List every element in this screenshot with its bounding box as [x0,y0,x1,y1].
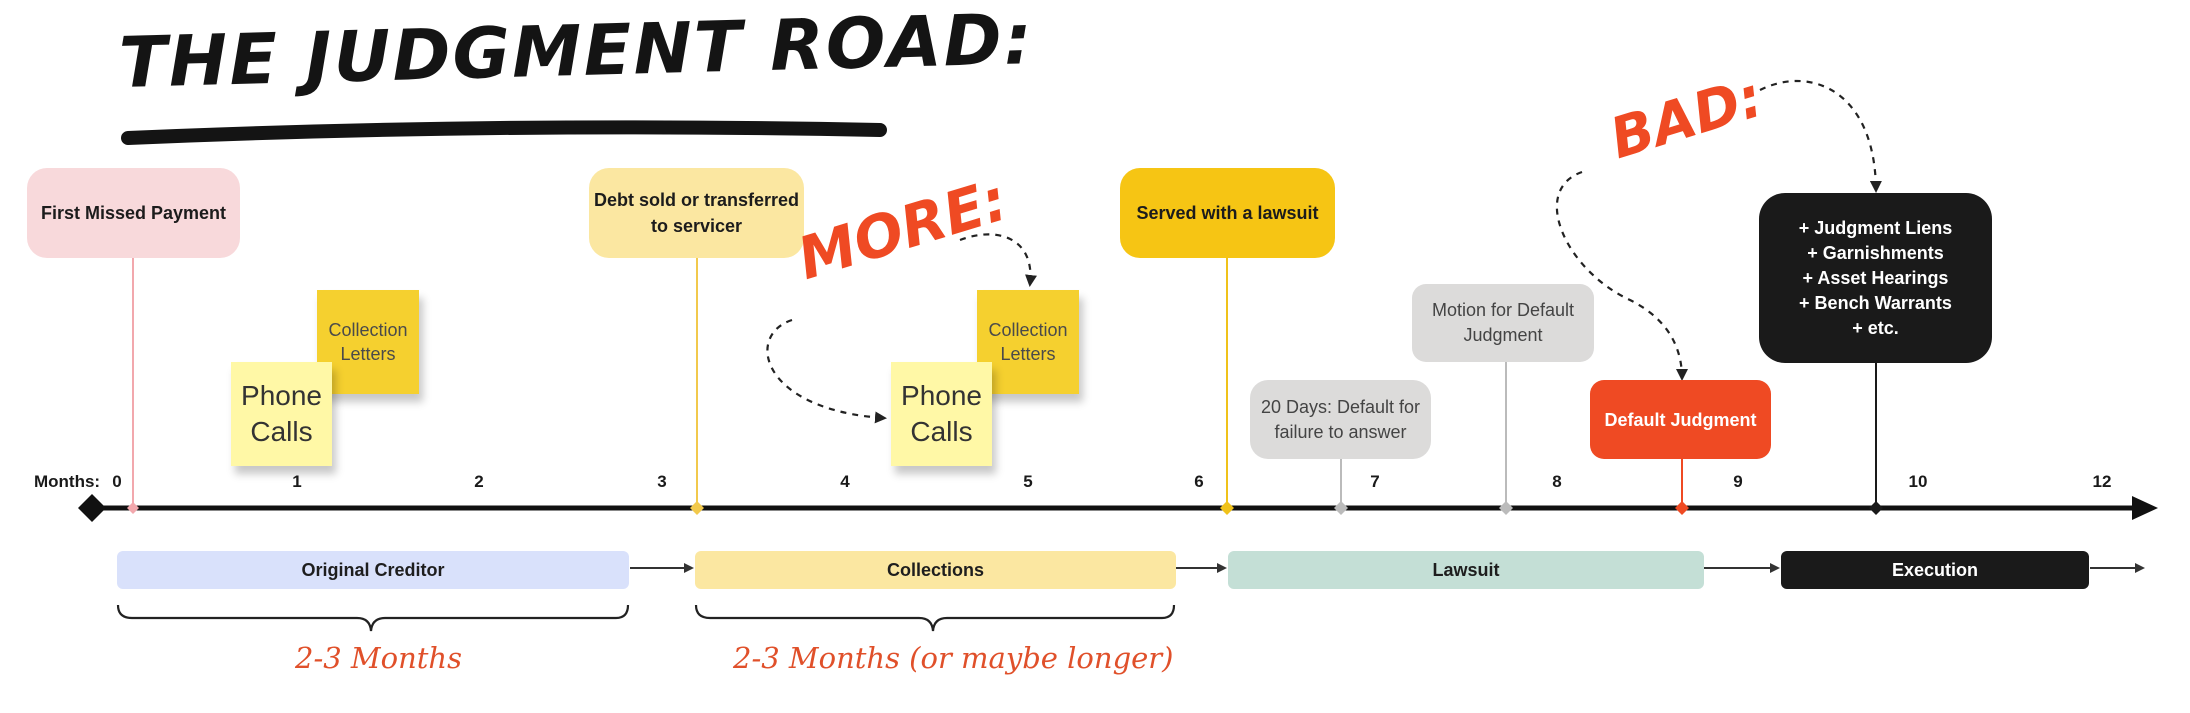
event-execution-consequences: + Judgment Liens + Garnishments + Asset … [1759,193,1992,363]
brace-first [116,604,630,632]
marker-served [1220,501,1234,515]
marker-first-missed [127,502,139,514]
tick-8: 8 [1552,472,1562,491]
duration-second: 2-3 Months (or maybe longer) [733,641,1174,675]
tick-2: 2 [474,472,484,491]
tick-10: 10 [1908,472,1928,491]
more-dashed-arrow-right [959,233,1037,287]
tick-6: 6 [1194,472,1204,491]
phase-execution: Execution [1781,551,2089,589]
event-default-judgment: Default Judgment [1590,380,1771,459]
tick-9: 9 [1733,472,1743,491]
consequence-garnishments: + Garnishments [1807,242,1944,263]
consequence-bench-warrants: + Bench Warrants [1799,292,1952,313]
consequence-asset-hearings: + Asset Hearings [1802,267,1949,288]
marker-execution [1869,501,1883,515]
marker-motion [1499,501,1513,515]
event-first-missed-payment: First Missed Payment [27,168,240,258]
marker-default [1675,501,1689,515]
tick-3: 3 [657,472,667,491]
phase-lawsuit: Lawsuit [1228,551,1704,589]
tick-4: 4 [840,472,850,491]
phase-original-creditor: Original Creditor [117,551,629,589]
timeline-end-arrow [2132,496,2158,520]
sticky-collection-letters-1: Collection Letters [317,290,419,394]
sticky-collection-letters-2: Collection Letters [977,290,1079,394]
bad-dashed-arrow-right [1759,79,1882,193]
event-twenty-days-default: 20 Days: Default for failure to answer [1250,380,1431,459]
consequence-judgment-liens: + Judgment Liens [1798,217,1953,238]
event-debt-sold: Debt sold or transferred to servicer [589,168,804,258]
event-served-lawsuit: Served with a lawsuit [1120,168,1335,258]
tick-7: 7 [1370,472,1380,491]
title-underline [121,120,887,145]
tick-1: 1 [292,472,302,491]
timeline-prefix: Months: [34,472,101,491]
event-motion-default-judgment: Motion for Default Judgment [1412,284,1594,362]
tick-5: 5 [1023,472,1033,491]
marker-debt-sold [690,501,704,515]
timeline-start-diamond [78,494,106,522]
consequence-etc: + etc. [1852,317,1899,338]
marker-twenty-days [1334,501,1348,515]
phase-collections: Collections [695,551,1176,589]
duration-first: 2-3 Months [295,641,462,675]
bad-dashed-arrow-left [1555,170,1688,381]
tick-0: 0 [112,472,122,491]
brace-second [694,604,1176,632]
sticky-phone-calls-2: Phone Calls [891,362,992,466]
tick-12: 12 [2092,472,2112,491]
more-dashed-arrow-left [766,318,887,424]
sticky-phone-calls-1: Phone Calls [231,362,332,466]
